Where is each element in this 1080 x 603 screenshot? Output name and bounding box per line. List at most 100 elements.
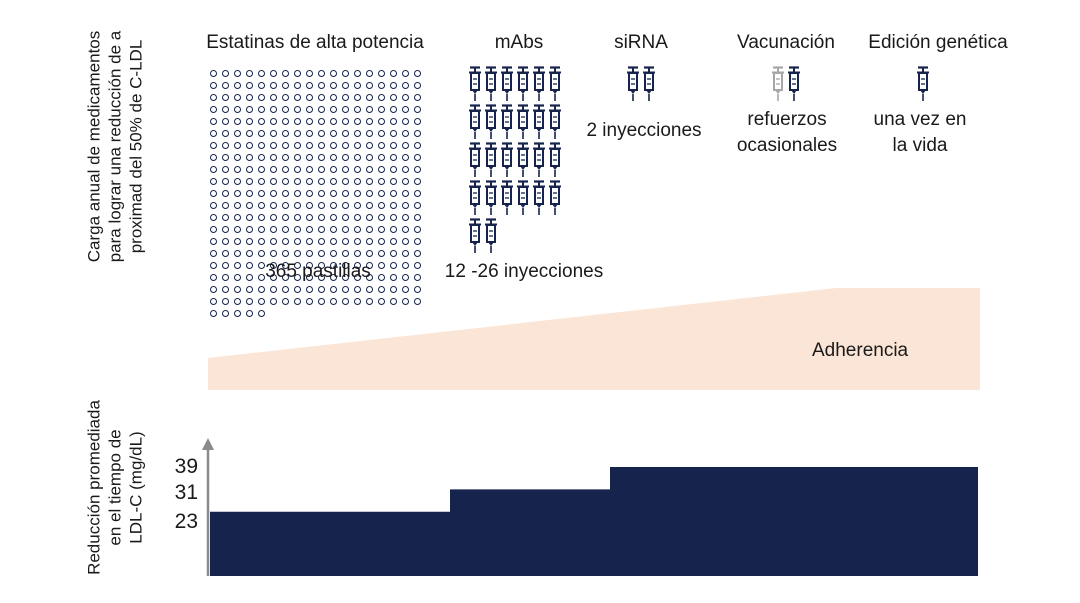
lowering-axis-label-line: Reducción promediada [84,400,104,575]
pill-icon [354,202,361,209]
syringe-icon [469,218,481,253]
pill-icon [318,130,325,137]
pill-icon [246,106,253,113]
pill-icon [414,118,421,125]
pill-icon [402,202,409,209]
pill-icon [330,130,337,137]
pill-icon [414,238,421,245]
pill-icon [390,286,397,293]
therapy-heading-gene-editing: Edición genética [868,32,1008,53]
pill-icon [354,238,361,245]
pill-icon [366,238,373,245]
syringe-icon [549,180,561,215]
pill-icon [222,94,229,101]
pill-icon [306,202,313,209]
pill-icon [390,118,397,125]
syringe-icon [469,180,481,215]
pill-icon [318,202,325,209]
pill-icon [294,298,301,305]
pill-icon [270,190,277,197]
pill-icon [294,238,301,245]
y-tick-label: 39 [175,455,198,478]
pill-icon [270,238,277,245]
pill-icon [318,262,325,269]
pill-icon [414,190,421,197]
pill-icon [270,130,277,137]
pill-icon [282,130,289,137]
pill-icon [246,286,253,293]
pill-icon [318,274,325,281]
pill-icon [294,82,301,89]
pill-icon [342,298,349,305]
vaccination-caption-line: ocasionales [736,135,838,156]
pill-icon [402,178,409,185]
pill-icon [258,154,265,161]
pill-icon [318,214,325,221]
syringe-icon [469,142,481,177]
pill-icon [366,142,373,149]
pill-icon [354,250,361,257]
pill-icon [414,262,421,269]
burden-axis-label: Carga anual de medicamentos para lograr … [84,2,147,292]
pill-icon [294,94,301,101]
pill-icon [354,106,361,113]
syringe-icon [533,180,545,215]
pill-icon [210,94,217,101]
pill-icon [390,94,397,101]
syringe-icon [469,104,481,139]
pill-icon [378,250,385,257]
pill-icon [354,166,361,173]
pill-icon [330,70,337,77]
pill-icon [366,130,373,137]
syringe-icon [533,104,545,139]
pill-icon [414,286,421,293]
pill-icon [390,130,397,137]
pill-icon [366,178,373,185]
pill-icon [306,214,313,221]
pill-icon [402,214,409,221]
pill-icon [246,274,253,281]
pill-icon [354,118,361,125]
pill-icon [294,142,301,149]
pill-icon [342,94,349,101]
statins-caption: 365 pastillas [265,261,371,282]
pill-icon [342,226,349,233]
pill-icon [222,202,229,209]
step-segment [610,467,978,576]
pill-icon [246,70,253,77]
pill-icon [222,82,229,89]
vaccination-caption: refuerzos ocasionales [737,107,837,159]
syringe-icon [501,180,513,215]
pill-icon [354,274,361,281]
pill-icon [258,274,265,281]
pill-icon [378,70,385,77]
pill-icon [222,70,229,77]
syringe-icon [533,142,545,177]
pill-icon [402,70,409,77]
pill-icon [210,118,217,125]
pill-icon [330,202,337,209]
adherence-wedge [208,288,980,390]
pill-icon [354,178,361,185]
pill-icon [234,238,241,245]
pill-icon [342,262,349,269]
pill-icon [414,106,421,113]
pill-icon [330,166,337,173]
pill-icon [390,82,397,89]
pill-icon [222,166,229,173]
pill-icon [210,154,217,161]
pill-icon [378,190,385,197]
pill-icon [390,142,397,149]
pill-icon [282,118,289,125]
pill-icon [414,82,421,89]
pill-icon [294,118,301,125]
pill-icon [210,202,217,209]
pill-icon [390,298,397,305]
ldl-lowering-step-area [210,467,978,576]
pill-icon [234,94,241,101]
pill-icon [246,202,253,209]
pill-icon [270,166,277,173]
pill-icon [318,70,325,77]
pill-icon [330,118,337,125]
pill-icon [246,226,253,233]
